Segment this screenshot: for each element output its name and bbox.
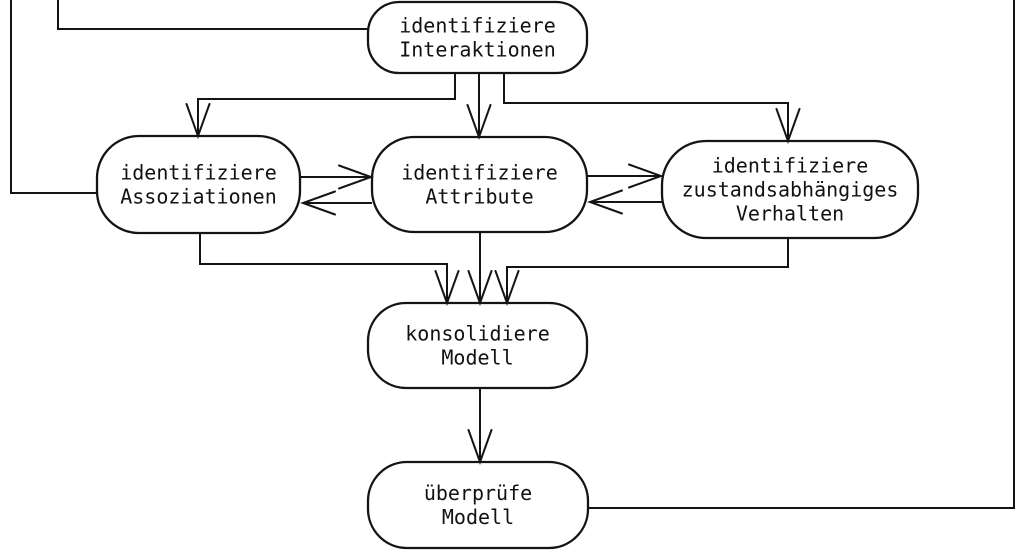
node-shape-identifiziere-zustandsabhaengiges-verhalten — [660, 139, 920, 240]
node-label-identifiziere-assoziationen-line2: Assoziationen — [120, 185, 277, 209]
edge-assoziationen-to-konsolidiere — [199, 233, 460, 306]
edge-line-offscreen-top-to-assoziationen — [10, 0, 97, 194]
edge-interaktionen-to-assoziationen — [185, 73, 456, 139]
edge-verhalten-to-attribute — [587, 189, 662, 215]
edge-interaktionen-to-attribute — [466, 73, 492, 140]
node-label-identifiziere-assoziationen-line1: identifiziere — [120, 161, 277, 185]
node-label-konsolidiere-modell-line1: konsolidiere — [405, 322, 550, 346]
edge-line-ueberpruefe-to-offscreen-top — [588, 0, 1015, 509]
arrowhead-down-icon — [467, 270, 493, 306]
edge-offscreen-top-to-interaktionen — [57, 0, 368, 30]
arrowhead-down-icon — [185, 103, 211, 139]
arrowhead-left-icon — [300, 190, 336, 216]
arrowhead-left-icon — [587, 189, 623, 215]
node-shape-konsolidiere-modell — [366, 301, 589, 390]
arrowhead-right-icon — [338, 164, 374, 190]
arrowhead-down-icon — [775, 108, 801, 144]
arrowhead-right-icon — [628, 163, 664, 189]
arrowhead-down-icon — [494, 270, 520, 306]
edge-line-verhalten-to-konsolidiere — [506, 238, 789, 303]
edge-line-interaktionen-to-assoziationen — [197, 73, 456, 136]
edge-konsolidiere-to-ueberpruefe — [467, 388, 493, 465]
node-label-konsolidiere-modell-line2: Modell — [441, 346, 513, 370]
edge-attribute-to-verhalten — [587, 163, 664, 189]
node-shape-ueberpruefe-modell — [366, 460, 590, 550]
node-label-identifiziere-interaktionen-line2: Interaktionen — [399, 38, 556, 62]
node-shape-identifiziere-interaktionen — [366, 0, 589, 75]
edge-line-assoziationen-to-konsolidiere — [199, 233, 448, 303]
edge-line-offscreen-top-to-interaktionen — [57, 0, 368, 30]
edge-verhalten-to-konsolidiere — [494, 238, 789, 306]
edge-ueberpruefe-to-offscreen-top — [588, 0, 1015, 509]
arrowhead-down-icon — [467, 429, 493, 465]
node-label-identifiziere-attribute-line2: Attribute — [425, 185, 533, 209]
edge-line-interaktionen-to-verhalten — [503, 73, 789, 141]
edge-attribute-to-konsolidiere — [467, 232, 493, 306]
arrowhead-down-icon — [434, 270, 460, 306]
node-label-identifiziere-zustandsabhaengiges-verhalten-line2: zustandsabhängiges — [682, 178, 899, 202]
edge-assoziationen-to-attribute — [300, 164, 374, 190]
node-label-ueberpruefe-modell-line2: Modell — [442, 505, 514, 529]
arrowhead-down-icon — [466, 104, 492, 140]
node-label-ueberpruefe-modell-line1: überprüfe — [424, 481, 532, 505]
node-label-identifiziere-interaktionen-line1: identifiziere — [399, 14, 556, 38]
edge-interaktionen-to-verhalten — [503, 73, 801, 144]
edge-offscreen-top-to-assoziationen — [10, 0, 97, 194]
edge-attribute-to-assoziationen — [300, 190, 372, 216]
node-label-identifiziere-zustandsabhaengiges-verhalten-line3: Verhalten — [736, 202, 844, 226]
node-label-identifiziere-zustandsabhaengiges-verhalten-line1: identifiziere — [712, 154, 869, 178]
node-label-identifiziere-attribute-line1: identifiziere — [401, 161, 558, 185]
